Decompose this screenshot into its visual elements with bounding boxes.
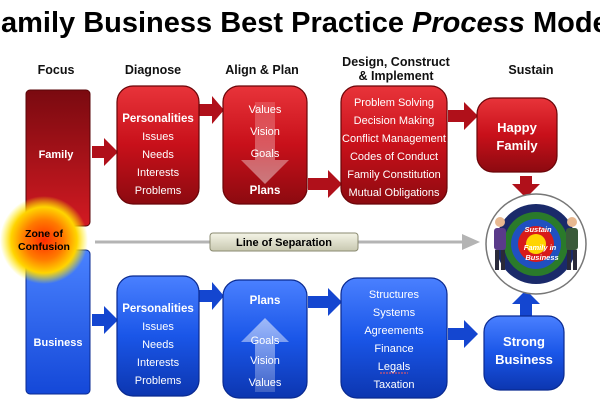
business-design-item: Finance <box>374 343 413 355</box>
left-figure-body <box>494 228 506 250</box>
family-align-plans: Plans <box>250 185 281 197</box>
business-design-item: Legals <box>378 361 411 373</box>
header-design-line2: & Implement <box>358 69 434 83</box>
family-align-item: Vision <box>250 126 280 138</box>
family-diagnose-item: Interests <box>137 167 180 179</box>
header-diagnose: Diagnose <box>125 63 181 77</box>
family-diagnose-box <box>116 85 200 205</box>
family-design-item: Decision Making <box>354 115 435 127</box>
zone-label-line2: Confusion <box>18 241 70 253</box>
family-arrow-sustain-to-target <box>512 176 540 198</box>
left-figure-leg <box>495 250 499 270</box>
business-diagnose-box <box>116 275 200 397</box>
family-align-item: Goals <box>251 148 280 160</box>
target-text-line1: Sustain <box>524 225 552 234</box>
family-arrow-design-to-sustain <box>448 102 478 130</box>
family-sustain-box <box>476 97 558 173</box>
business-arrow-align-to-design <box>308 288 342 316</box>
business-diagnose-item: Issues <box>142 321 174 333</box>
business-arrow-diagnose-to-align <box>198 282 224 310</box>
business-design-item: Agreements <box>364 325 424 337</box>
target-text-line3: Business <box>525 253 558 262</box>
family-arrow-diagnose-to-align <box>198 96 224 124</box>
business-sustain-line2: Business <box>495 352 553 367</box>
target-bullseye <box>526 234 546 254</box>
family-diagnose-heading: Personalities <box>122 113 194 125</box>
header-align-plan: Align & Plan <box>225 63 299 77</box>
business-design-item: Taxation <box>374 379 415 391</box>
business-arrow-sustain-to-target <box>512 290 540 316</box>
left-figure-leg <box>501 250 505 270</box>
business-diagnose-item: Interests <box>137 357 180 369</box>
target-text-line2: Family in <box>524 243 557 252</box>
separation-label: Line of Separation <box>236 237 332 249</box>
business-diagnose-heading: Personalities <box>122 303 194 315</box>
family-sustain-line1: Happy <box>497 120 538 135</box>
separation-arrowhead <box>462 234 480 250</box>
separation-label-bar <box>209 232 359 252</box>
family-sustain-line2: Family <box>496 138 538 153</box>
right-figure-leg <box>567 250 571 270</box>
header-focus: Focus <box>38 63 75 77</box>
business-arrow-design-to-sustain <box>448 320 478 348</box>
business-align-plans: Plans <box>250 295 281 307</box>
business-design-item: Structures <box>369 289 420 301</box>
family-arrow-focus-to-diagnose <box>92 138 118 166</box>
family-design-item: Mutual Obligations <box>348 187 440 199</box>
family-diagnose-item: Problems <box>135 185 182 197</box>
header-sustain: Sustain <box>508 63 553 77</box>
business-design-item: Systems <box>373 307 416 319</box>
family-align-down-arrow <box>241 102 289 184</box>
family-design-item: Problem Solving <box>354 97 434 109</box>
right-figure-head <box>567 217 577 227</box>
left-figure-head <box>495 217 505 227</box>
family-design-item: Conflict Management <box>342 133 446 145</box>
business-sustain-box <box>483 315 565 391</box>
business-align-up-arrow <box>241 318 289 392</box>
business-arrow-focus-to-diagnose <box>92 306 118 334</box>
family-arrow-align-to-design <box>308 170 342 198</box>
right-figure-body <box>566 228 578 250</box>
family-design-item: Codes of Conduct <box>350 151 438 163</box>
family-align-item: Values <box>249 104 282 116</box>
business-align-item: Vision <box>250 355 280 367</box>
zone-of-confusion-glow <box>0 196 88 284</box>
family-diagnose-item: Needs <box>142 149 174 161</box>
business-diagnose-item: Problems <box>135 375 182 387</box>
sustain-target-illustration: Sustain Family in Business <box>485 193 587 295</box>
family-design-box <box>340 85 448 205</box>
header-design-line1: Design, Construct <box>342 55 450 69</box>
business-align-item: Goals <box>251 335 280 347</box>
zone-label-line1: Zone of <box>25 228 63 240</box>
business-sustain-line1: Strong <box>503 334 545 349</box>
business-align-item: Values <box>249 377 282 389</box>
right-figure-leg <box>573 250 577 270</box>
family-focus-label: Family <box>39 149 75 161</box>
business-focus-label: Business <box>34 337 83 349</box>
diagram-title: Family Business Best Practice Process Mo… <box>0 7 600 39</box>
business-design-box <box>340 277 448 399</box>
business-diagnose-item: Needs <box>142 339 174 351</box>
family-design-item: Family Constitution <box>347 169 441 181</box>
family-diagnose-item: Issues <box>142 131 174 143</box>
